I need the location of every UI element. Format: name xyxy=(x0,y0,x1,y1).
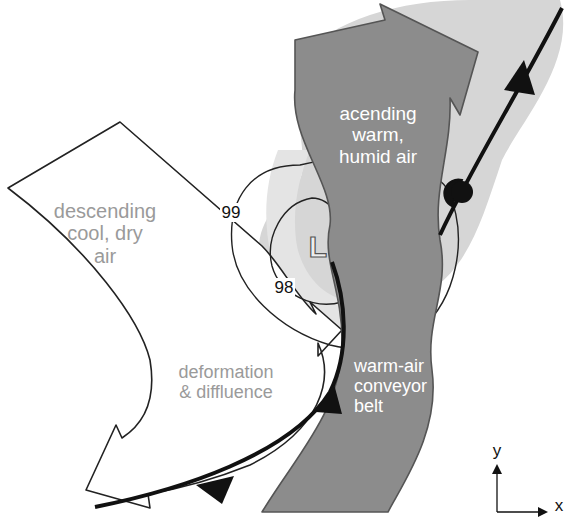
y-axis-head xyxy=(492,464,502,474)
low-pressure-symbol: L xyxy=(309,232,327,262)
arrow-label: warm-air conveyor belt xyxy=(354,356,427,416)
arrow-label: descending cool, dry air xyxy=(54,200,156,267)
y-axis xyxy=(496,472,497,512)
x-axis-head xyxy=(538,507,548,517)
isobar-value: 99 xyxy=(220,203,243,222)
arrow-label: deformation & diffluence xyxy=(178,362,273,402)
cold-front-line xyxy=(95,262,344,507)
x-axis xyxy=(497,511,540,512)
arrow-shape xyxy=(8,122,342,508)
axis-label: x xyxy=(555,497,564,514)
cold-front-line-upper xyxy=(440,8,562,235)
cold-front-symbol xyxy=(504,60,535,95)
cold-front-symbol xyxy=(196,476,234,504)
arrow-shape xyxy=(262,4,478,512)
axis-label: y xyxy=(493,442,502,459)
isobar-value: 98 xyxy=(273,278,296,297)
arrow-label: acending warm, humid air xyxy=(333,103,423,167)
warm-front-symbol xyxy=(451,181,473,203)
cold-front-symbol xyxy=(316,384,342,414)
